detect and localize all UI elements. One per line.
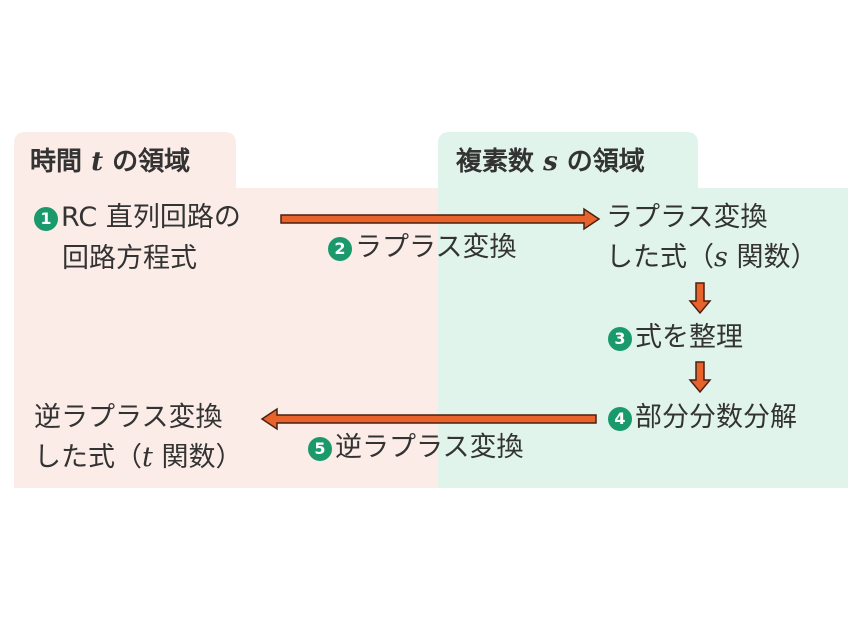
inverse-result-line2-row: した式（t 関数） bbox=[34, 440, 242, 476]
step1-line2-row: 回路方程式 bbox=[62, 241, 197, 277]
step5-label: 逆ラプラス変換 bbox=[335, 432, 524, 463]
inverse-result-variable: t bbox=[142, 442, 153, 473]
complex-domain-title-prefix: 複素数 bbox=[456, 147, 535, 177]
step1-line1: RC 直列回路の bbox=[61, 202, 241, 233]
arrow-left-step5 bbox=[260, 407, 597, 431]
inverse-result-line1: 逆ラプラス変換 bbox=[34, 402, 223, 433]
time-domain-variable: t bbox=[91, 147, 104, 177]
laplace-result-line1: ラプラス変換 bbox=[606, 202, 768, 233]
step4-badge: 4 bbox=[608, 407, 632, 431]
complex-domain-variable: s bbox=[543, 147, 558, 177]
time-domain-title-suffix: の領域 bbox=[112, 147, 191, 177]
complex-domain-region bbox=[438, 188, 848, 488]
step2-badge: 2 bbox=[328, 237, 352, 261]
step1-line2: 回路方程式 bbox=[62, 243, 197, 274]
arrow-right-step2 bbox=[280, 207, 601, 231]
laplace-result-line1-row: ラプラス変換 bbox=[606, 200, 767, 236]
time-domain-title: 時間 t の領域 bbox=[30, 149, 190, 175]
time-domain-region bbox=[14, 188, 440, 488]
time-domain-title-prefix: 時間 bbox=[30, 147, 83, 177]
step1-badge: 1 bbox=[34, 207, 58, 231]
complex-domain-title: 複素数 s の領域 bbox=[456, 149, 645, 175]
complex-domain-title-suffix: の領域 bbox=[566, 147, 645, 177]
inverse-result-line1-row: 逆ラプラス変換 bbox=[34, 400, 222, 436]
arrow-down-step3 bbox=[688, 282, 712, 315]
step2-label: ラプラス変換 bbox=[355, 232, 517, 263]
inverse-result-line2-suffix: 関数） bbox=[161, 442, 243, 473]
complex-domain-tab bbox=[438, 132, 698, 190]
laplace-result-line2-row: した式（s 関数） bbox=[606, 240, 817, 276]
step5-badge: 5 bbox=[308, 437, 332, 461]
step4-label: 部分分数分解 bbox=[635, 402, 797, 433]
laplace-result-line2-suffix: 関数） bbox=[736, 242, 818, 273]
step3-label: 式を整理 bbox=[635, 322, 743, 353]
arrow-down-step4 bbox=[688, 361, 712, 394]
time-domain-tab bbox=[14, 132, 236, 190]
step3-badge: 3 bbox=[608, 327, 632, 351]
laplace-result-variable: s bbox=[714, 242, 728, 273]
inverse-result-line2-prefix: した式（ bbox=[34, 442, 142, 473]
laplace-result-line2-prefix: した式（ bbox=[606, 242, 714, 273]
